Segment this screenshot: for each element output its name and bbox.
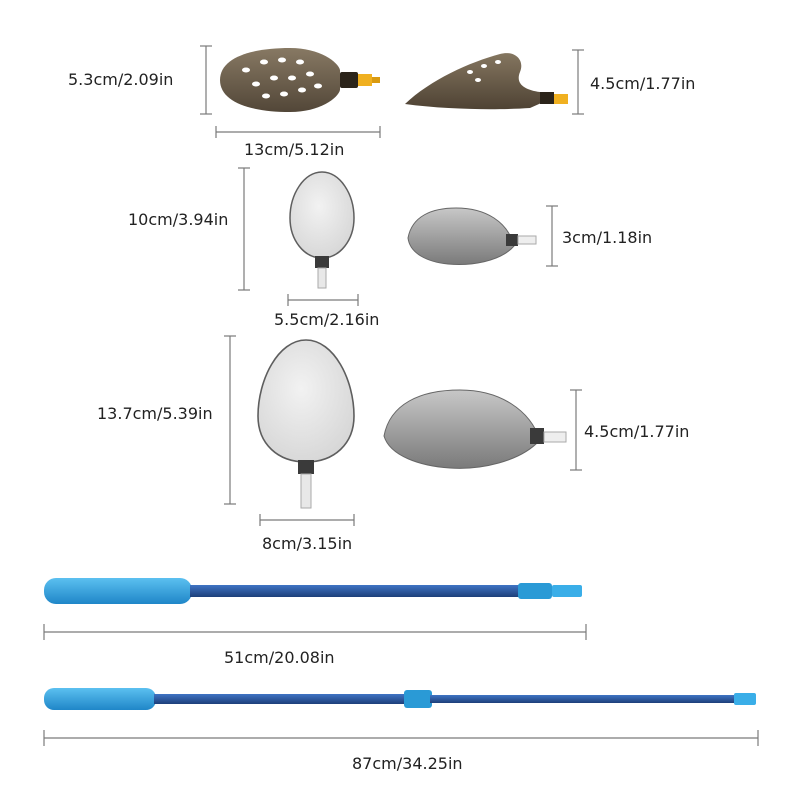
scoop-side-height-dimension-line [572, 49, 584, 115]
handle-collapsed-dimension-line [43, 624, 587, 640]
small-spoon-length-label: 10cm/3.94in [128, 210, 229, 229]
large-spoon-side-image [383, 389, 567, 469]
small-spoon-length-dimension-line [238, 167, 250, 291]
small-spoon-top-image [289, 171, 355, 289]
large-spoon-depth-label: 4.5cm/1.77in [584, 422, 690, 441]
handle-collapsed-label: 51cm/20.08in [224, 648, 335, 667]
bait-scoop-side-image [405, 53, 568, 110]
bait-scoop-top-image [220, 48, 380, 112]
scoop-height-label: 5.3cm/2.09in [68, 70, 174, 89]
handle-extended-label: 87cm/34.25in [352, 754, 463, 773]
small-spoon-depth-dimension-line [546, 205, 558, 267]
scoop-height-dimension-line [200, 45, 212, 115]
small-spoon-width-dimension-line [287, 294, 359, 306]
large-spoon-length-dimension-line [224, 335, 236, 505]
handle-extended-dimension-line [43, 730, 759, 746]
small-spoon-width-label: 5.5cm/2.16in [274, 310, 380, 329]
handle-collapsed-image [44, 578, 582, 604]
scoop-length-label: 13cm/5.12in [244, 140, 345, 159]
large-spoon-width-dimension-line [259, 514, 355, 526]
large-spoon-width-label: 8cm/3.15in [262, 534, 353, 553]
large-spoon-length-label: 13.7cm/5.39in [97, 404, 213, 423]
small-spoon-depth-label: 3cm/1.18in [562, 228, 653, 247]
large-spoon-top-image [257, 339, 355, 509]
handle-extended-image [44, 688, 756, 710]
small-spoon-side-image [407, 207, 537, 265]
scoop-side-height-label: 4.5cm/1.77in [590, 74, 696, 93]
scoop-length-dimension-line [215, 126, 381, 138]
large-spoon-depth-dimension-line [570, 389, 582, 471]
